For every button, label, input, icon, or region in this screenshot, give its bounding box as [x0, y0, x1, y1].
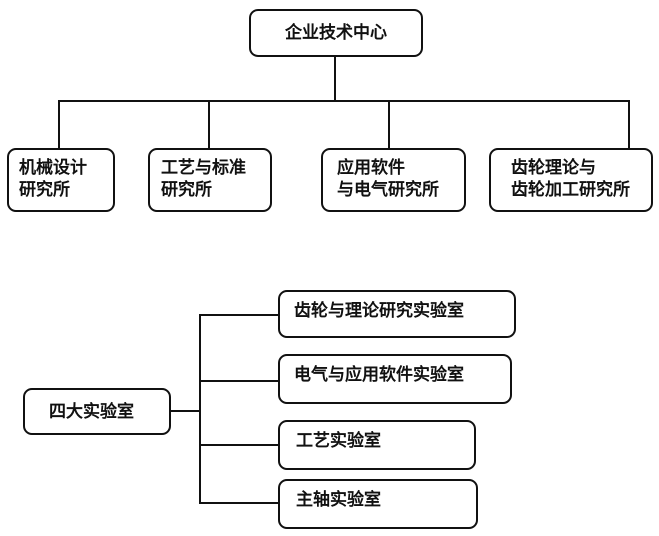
- lab-connector: [199, 502, 279, 504]
- child-connector: [208, 100, 210, 150]
- node-label-line2: 研究所: [161, 180, 212, 200]
- node-label-line2: 与电气研究所: [337, 180, 439, 200]
- node-label: 电气与应用软件实验室: [294, 365, 464, 385]
- child-connector: [388, 100, 390, 150]
- process-lab-node: 工艺实验室: [278, 420, 476, 470]
- node-label-line1: 应用软件: [337, 158, 405, 178]
- software-electrical-institute-node: 应用软件 与电气研究所: [321, 148, 466, 212]
- node-label: 企业技术中心: [285, 23, 387, 43]
- top-horizontal-connector: [58, 100, 630, 102]
- node-label: 工艺实验室: [296, 431, 381, 451]
- mechanical-design-institute-node: 机械设计 研究所: [7, 148, 115, 212]
- lab-connector: [199, 314, 279, 316]
- gear-theory-lab-node: 齿轮与理论研究实验室: [278, 290, 516, 338]
- child-connector: [58, 100, 60, 150]
- node-label-line2: 研究所: [19, 180, 70, 200]
- four-labs-node: 四大实验室: [23, 388, 171, 435]
- gear-theory-institute-node: 齿轮理论与 齿轮加工研究所: [489, 148, 653, 212]
- node-label: 齿轮与理论研究实验室: [294, 301, 464, 321]
- spindle-lab-node: 主轴实验室: [278, 479, 478, 529]
- labs-root-connector: [170, 410, 200, 412]
- node-label-line1: 齿轮理论与: [511, 158, 596, 178]
- lab-connector: [199, 444, 279, 446]
- electrical-software-lab-node: 电气与应用软件实验室: [278, 354, 512, 404]
- node-label: 主轴实验室: [296, 490, 381, 510]
- labs-vertical-connector: [199, 314, 201, 503]
- node-label-line1: 工艺与标准: [161, 158, 246, 178]
- enterprise-tech-center-node: 企业技术中心: [249, 9, 423, 57]
- node-label-line2: 齿轮加工研究所: [511, 180, 630, 200]
- node-label: 四大实验室: [49, 402, 134, 422]
- lab-connector: [199, 380, 279, 382]
- child-connector: [628, 100, 630, 150]
- process-standard-institute-node: 工艺与标准 研究所: [148, 148, 272, 212]
- root-connector: [334, 56, 336, 101]
- node-label-line1: 机械设计: [19, 158, 87, 178]
